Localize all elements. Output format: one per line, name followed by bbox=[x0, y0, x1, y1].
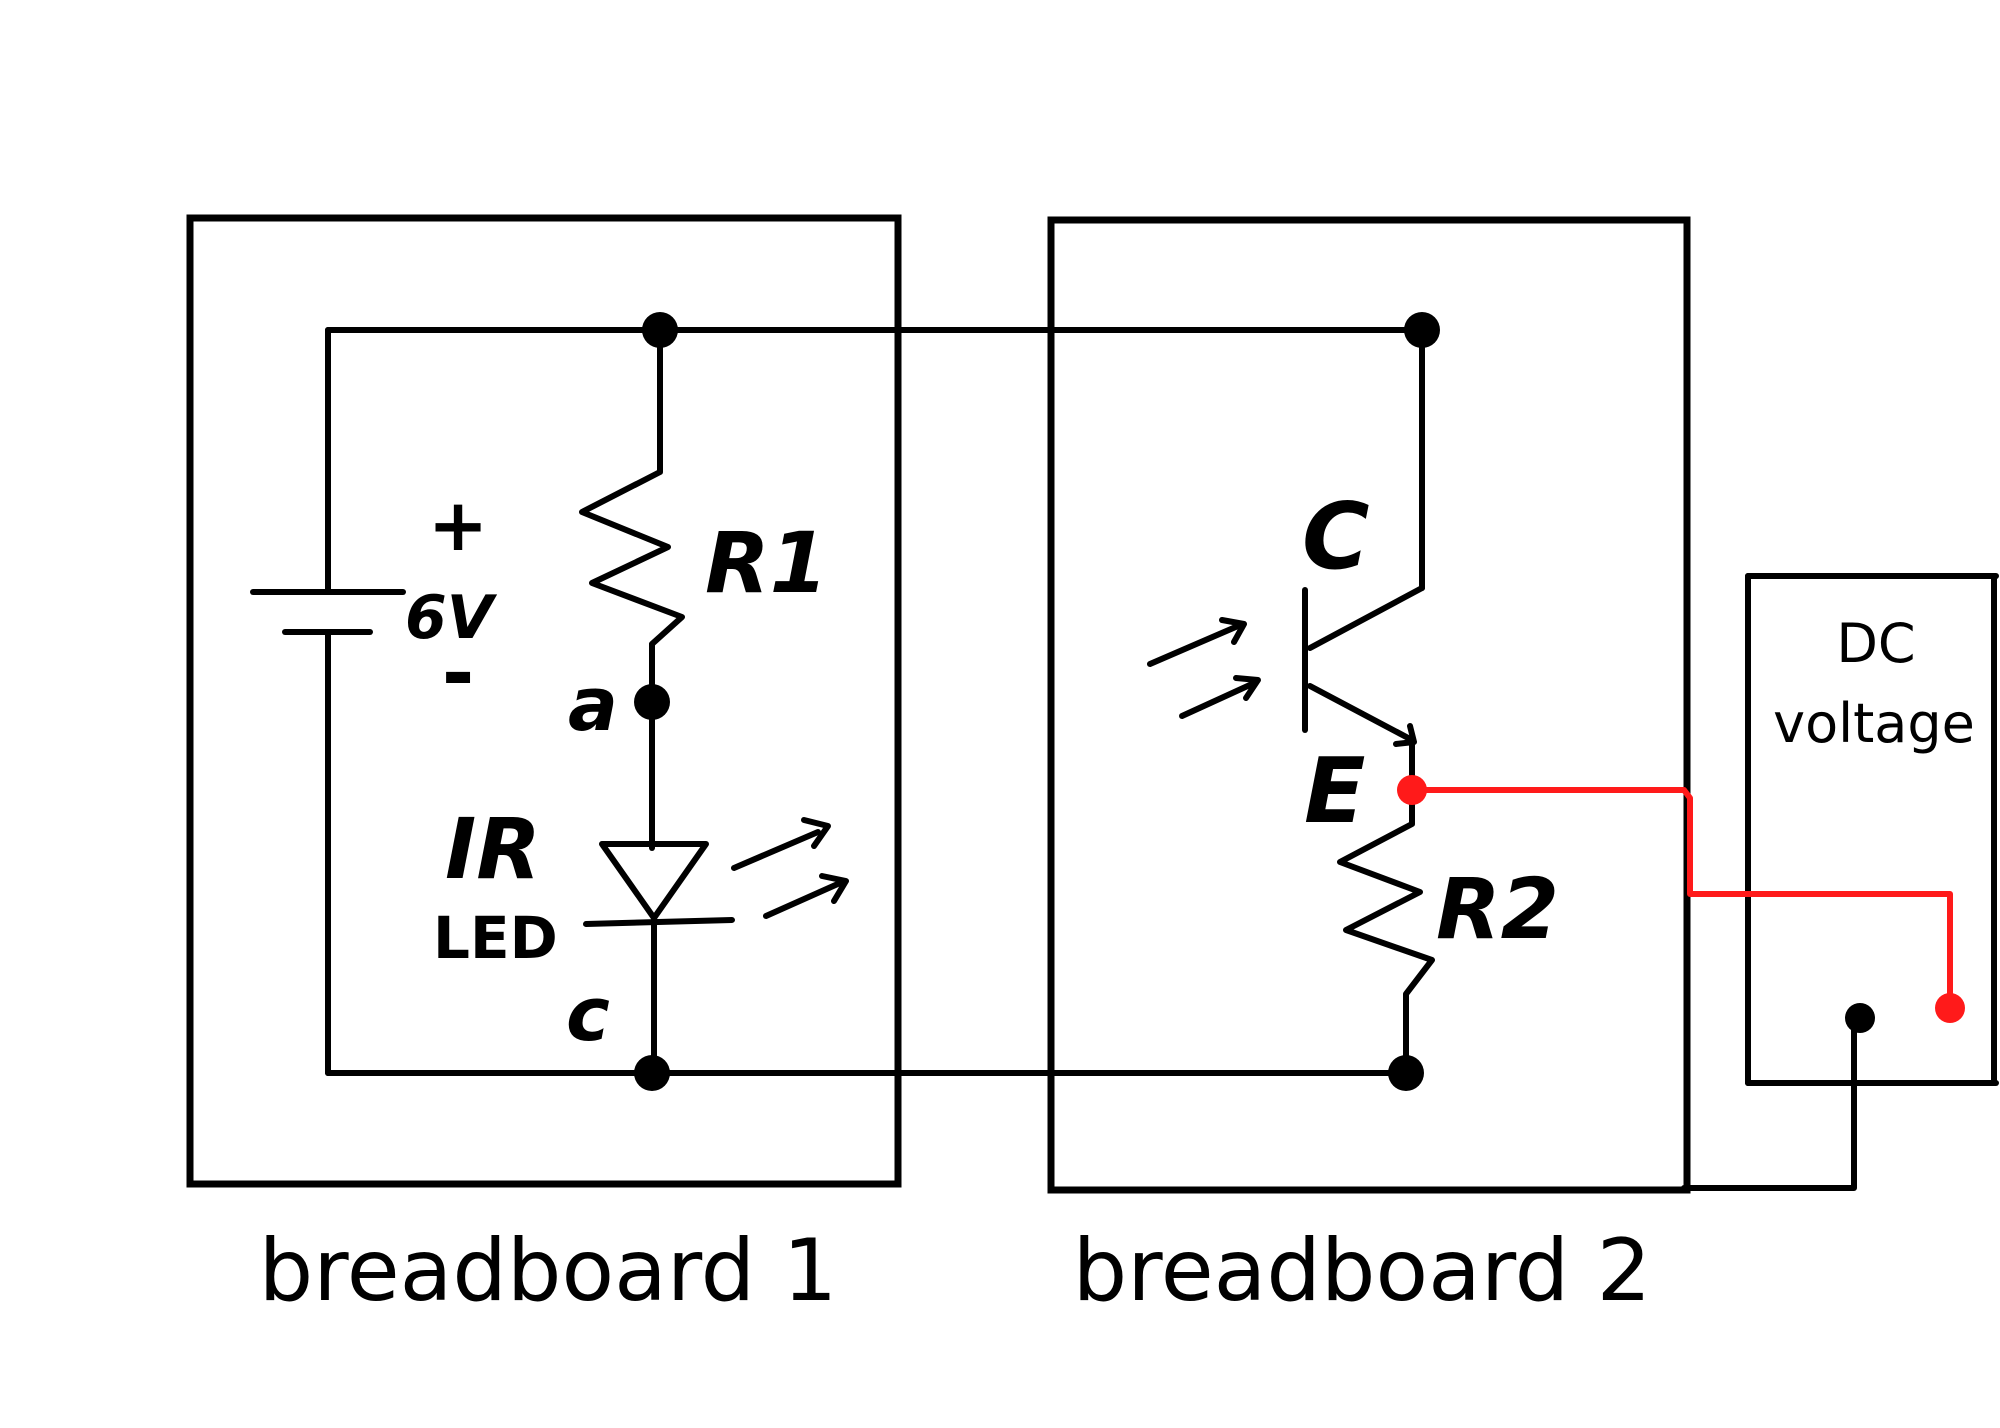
breadboard-2-outline bbox=[1047, 216, 1691, 1194]
dc-terminal-black bbox=[1845, 1003, 1875, 1033]
r1-label: R1 bbox=[705, 514, 828, 612]
collector-label: C bbox=[1302, 483, 1370, 590]
breadboard-2-label: breadboard 2 bbox=[1073, 1221, 1652, 1321]
dc-label-line2: voltage bbox=[1773, 692, 1975, 755]
node-c bbox=[634, 1055, 670, 1091]
ir-led-symbol bbox=[583, 841, 735, 1076]
node-a bbox=[634, 684, 670, 720]
node-bottom-r2 bbox=[1388, 1055, 1424, 1091]
battery-symbol bbox=[250, 327, 406, 1076]
resistor-r1 bbox=[579, 327, 685, 705]
phototransistor-symbol bbox=[1302, 327, 1425, 793]
led-label-led: LED bbox=[433, 904, 558, 972]
resistor-r2 bbox=[1337, 787, 1435, 1076]
battery-plus-label: + bbox=[428, 483, 488, 567]
led-emission-arrows bbox=[731, 817, 849, 919]
dc-voltage-box bbox=[1745, 573, 1999, 1086]
breadboard-1-outline bbox=[186, 214, 902, 1188]
emitter-label: E bbox=[1304, 739, 1365, 844]
breadboard-1-label: breadboard 1 bbox=[259, 1221, 838, 1321]
led-label-ir: IR bbox=[445, 800, 541, 898]
node-a-label: a bbox=[568, 662, 618, 748]
r2-label: R2 bbox=[1436, 860, 1559, 958]
dc-terminal-red bbox=[1935, 993, 1965, 1023]
node-top-r1 bbox=[642, 312, 678, 348]
battery-voltage-label: 6V bbox=[405, 583, 498, 653]
probe-wire-red bbox=[1409, 787, 1953, 1011]
node-emitter-probe bbox=[1397, 775, 1427, 805]
light-input-arrows bbox=[1147, 617, 1261, 719]
node-top-collector bbox=[1404, 312, 1440, 348]
battery-minus-label: - bbox=[442, 629, 474, 719]
dc-label-line1: DC bbox=[1836, 612, 1915, 675]
node-c-label: c bbox=[566, 972, 610, 1058]
probe-wire-black bbox=[1681, 1015, 1857, 1191]
